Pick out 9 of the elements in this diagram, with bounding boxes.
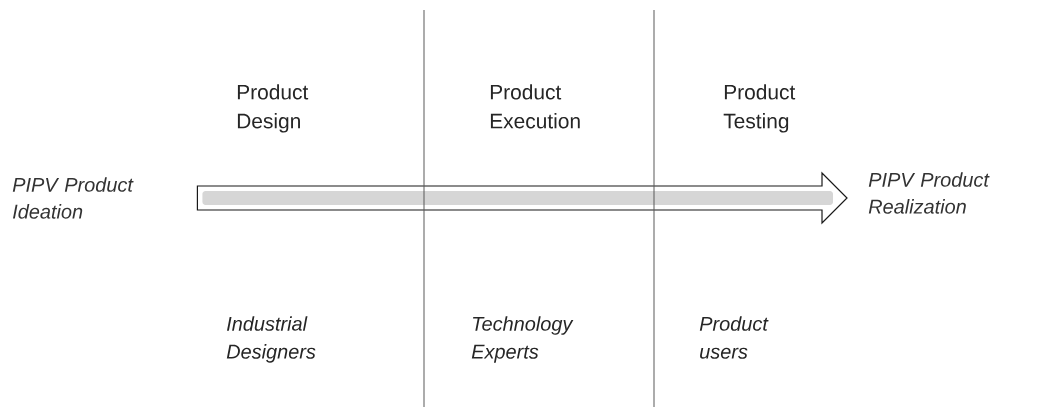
stage-label: PIPV Product Ideation <box>12 177 134 219</box>
role-label: Industrial Designers <box>226 316 316 363</box>
phase-heading: Product Execution <box>490 84 580 129</box>
role-label: Product users <box>699 316 769 359</box>
role-label: Technology Experts <box>471 316 574 363</box>
phase-heading: Product Design <box>237 84 309 133</box>
block-arrow <box>196 171 848 225</box>
phase-heading: Product Testing <box>723 84 796 133</box>
stage-label: PIPV Product Realization <box>868 172 990 214</box>
